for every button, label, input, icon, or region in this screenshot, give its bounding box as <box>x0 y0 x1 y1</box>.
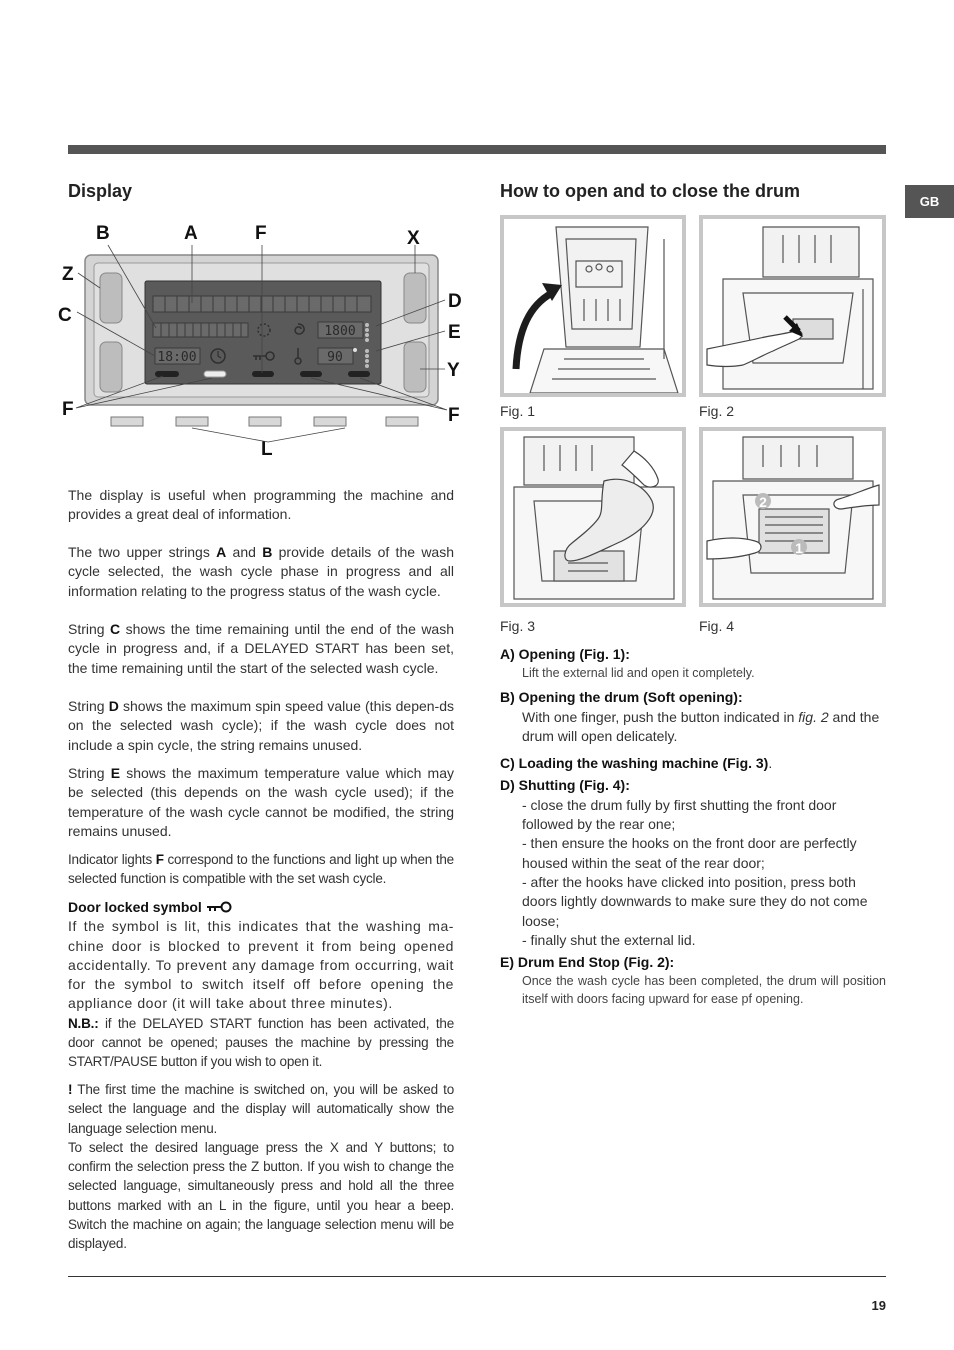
figure-2-image <box>699 215 886 397</box>
step-b-body: With one finger, push the button indicat… <box>522 708 880 744</box>
language-tab: GB <box>905 185 954 218</box>
step-b-heading: B) Opening the drum (Soft opening): <box>500 689 743 706</box>
readout-d: 1800 <box>324 324 355 339</box>
step-c-heading: C) Loading the washing machine (Fig. 3) <box>500 755 769 772</box>
step-e-heading: E) Drum End Stop (Fig. 2): <box>500 954 675 971</box>
figure-3-image <box>500 427 686 607</box>
step-d-item-2: - then ensure the hooks on the front doo… <box>522 835 857 871</box>
para-string-c: String C shows the time remaining until … <box>68 621 454 676</box>
para-strings-ab: The two upper strings A and B provide de… <box>68 544 454 599</box>
step-c: C) Loading the washing machine (Fig. 3). <box>500 755 773 772</box>
label-d: D <box>448 291 462 312</box>
figure-1-caption: Fig. 1 <box>500 403 536 419</box>
string-d <box>317 321 364 339</box>
drum-heading: How to open and to close the drum <box>500 181 801 201</box>
leader-lines <box>75 244 448 443</box>
label-x: X <box>407 228 420 249</box>
para-door-locked: Door locked symbol If the symbol is lit,… <box>68 899 454 1070</box>
indicator-f-2 <box>203 370 227 378</box>
label-c: C <box>58 305 72 326</box>
svg-text:2: 2 <box>759 494 767 510</box>
label-l: L <box>261 439 273 460</box>
para-string-e: String E shows the maximum temperature v… <box>68 765 455 839</box>
button-l-5 <box>385 416 419 427</box>
warning-mark: ! <box>68 1082 73 1097</box>
step-d-item-1: - close the drum fully by first shutting… <box>522 796 837 833</box>
label-f-top: F <box>255 223 267 244</box>
top-rule <box>68 145 886 154</box>
step-e-body: Once the wash cycle has been completed, … <box>522 974 886 1007</box>
door-lock-symbol-icon <box>206 901 232 913</box>
button-l-1 <box>110 416 144 427</box>
step-d-item-3: - after the hooks have clicked into posi… <box>522 873 868 929</box>
label-z: Z <box>62 264 74 285</box>
para-language: ! The first time the machine is switched… <box>68 1082 454 1252</box>
delay-timer-icon <box>210 348 226 364</box>
string-e <box>317 347 354 365</box>
step-d-heading: D) Shutting (Fig. 4): <box>500 777 630 794</box>
step-d-item-4: - finally shut the external lid. <box>522 931 696 948</box>
indicator-f-1 <box>155 371 179 377</box>
readout-e: 90 <box>327 350 343 365</box>
figure-1-image <box>500 215 686 397</box>
button-l-2 <box>175 416 209 427</box>
label-e: E <box>448 322 461 343</box>
readout-c: 18:00 <box>157 350 196 365</box>
cycle-icon <box>257 323 271 337</box>
door-lock-icon <box>253 351 275 361</box>
para-indicator-f: Indicator lights F correspond to the fun… <box>68 852 454 887</box>
step-a-heading: A) Opening (Fig. 1): <box>500 646 630 662</box>
display-diagram: 1800 18:00 90 <box>58 218 478 468</box>
bottom-rule <box>68 1276 886 1277</box>
display-heading: Display <box>68 181 133 201</box>
string-b <box>152 322 249 338</box>
para-intro: The display is useful when programming t… <box>68 487 454 523</box>
indicator-f-4 <box>300 371 322 377</box>
step-a-body: Lift the external lid and open it comple… <box>522 666 755 681</box>
button-left-lower <box>99 341 123 393</box>
button-z <box>99 272 123 324</box>
figure-2-caption: Fig. 2 <box>699 403 735 419</box>
label-y: Y <box>447 360 460 381</box>
label-b: B <box>96 223 110 244</box>
indicator-f-5 <box>348 371 370 377</box>
door-locked-title: Door locked symbol <box>68 899 202 915</box>
para-string-d: String D shows the maximum spin speed va… <box>68 698 454 753</box>
steps-block: A) Opening (Fig. 1): Lift the external l… <box>500 645 886 1008</box>
figure-4-caption: Fig. 4 <box>699 618 735 634</box>
svg-text:1: 1 <box>795 540 803 556</box>
spin-icon <box>294 323 305 335</box>
label-f-left: F <box>62 399 74 420</box>
indicator-f-3 <box>252 371 274 377</box>
figure-3-caption: Fig. 3 <box>500 618 536 634</box>
temperature-icon <box>294 348 302 365</box>
button-l-4 <box>313 416 347 427</box>
display-panel-drawing: 1800 18:00 90 <box>58 223 462 460</box>
page-number: 19 <box>871 1298 886 1313</box>
button-l-3 <box>248 416 282 427</box>
button-x <box>403 272 427 324</box>
button-y <box>403 341 427 393</box>
label-a: A <box>184 223 198 244</box>
figure-4-image: 2 1 <box>699 427 886 607</box>
label-f-right: F <box>448 405 460 426</box>
